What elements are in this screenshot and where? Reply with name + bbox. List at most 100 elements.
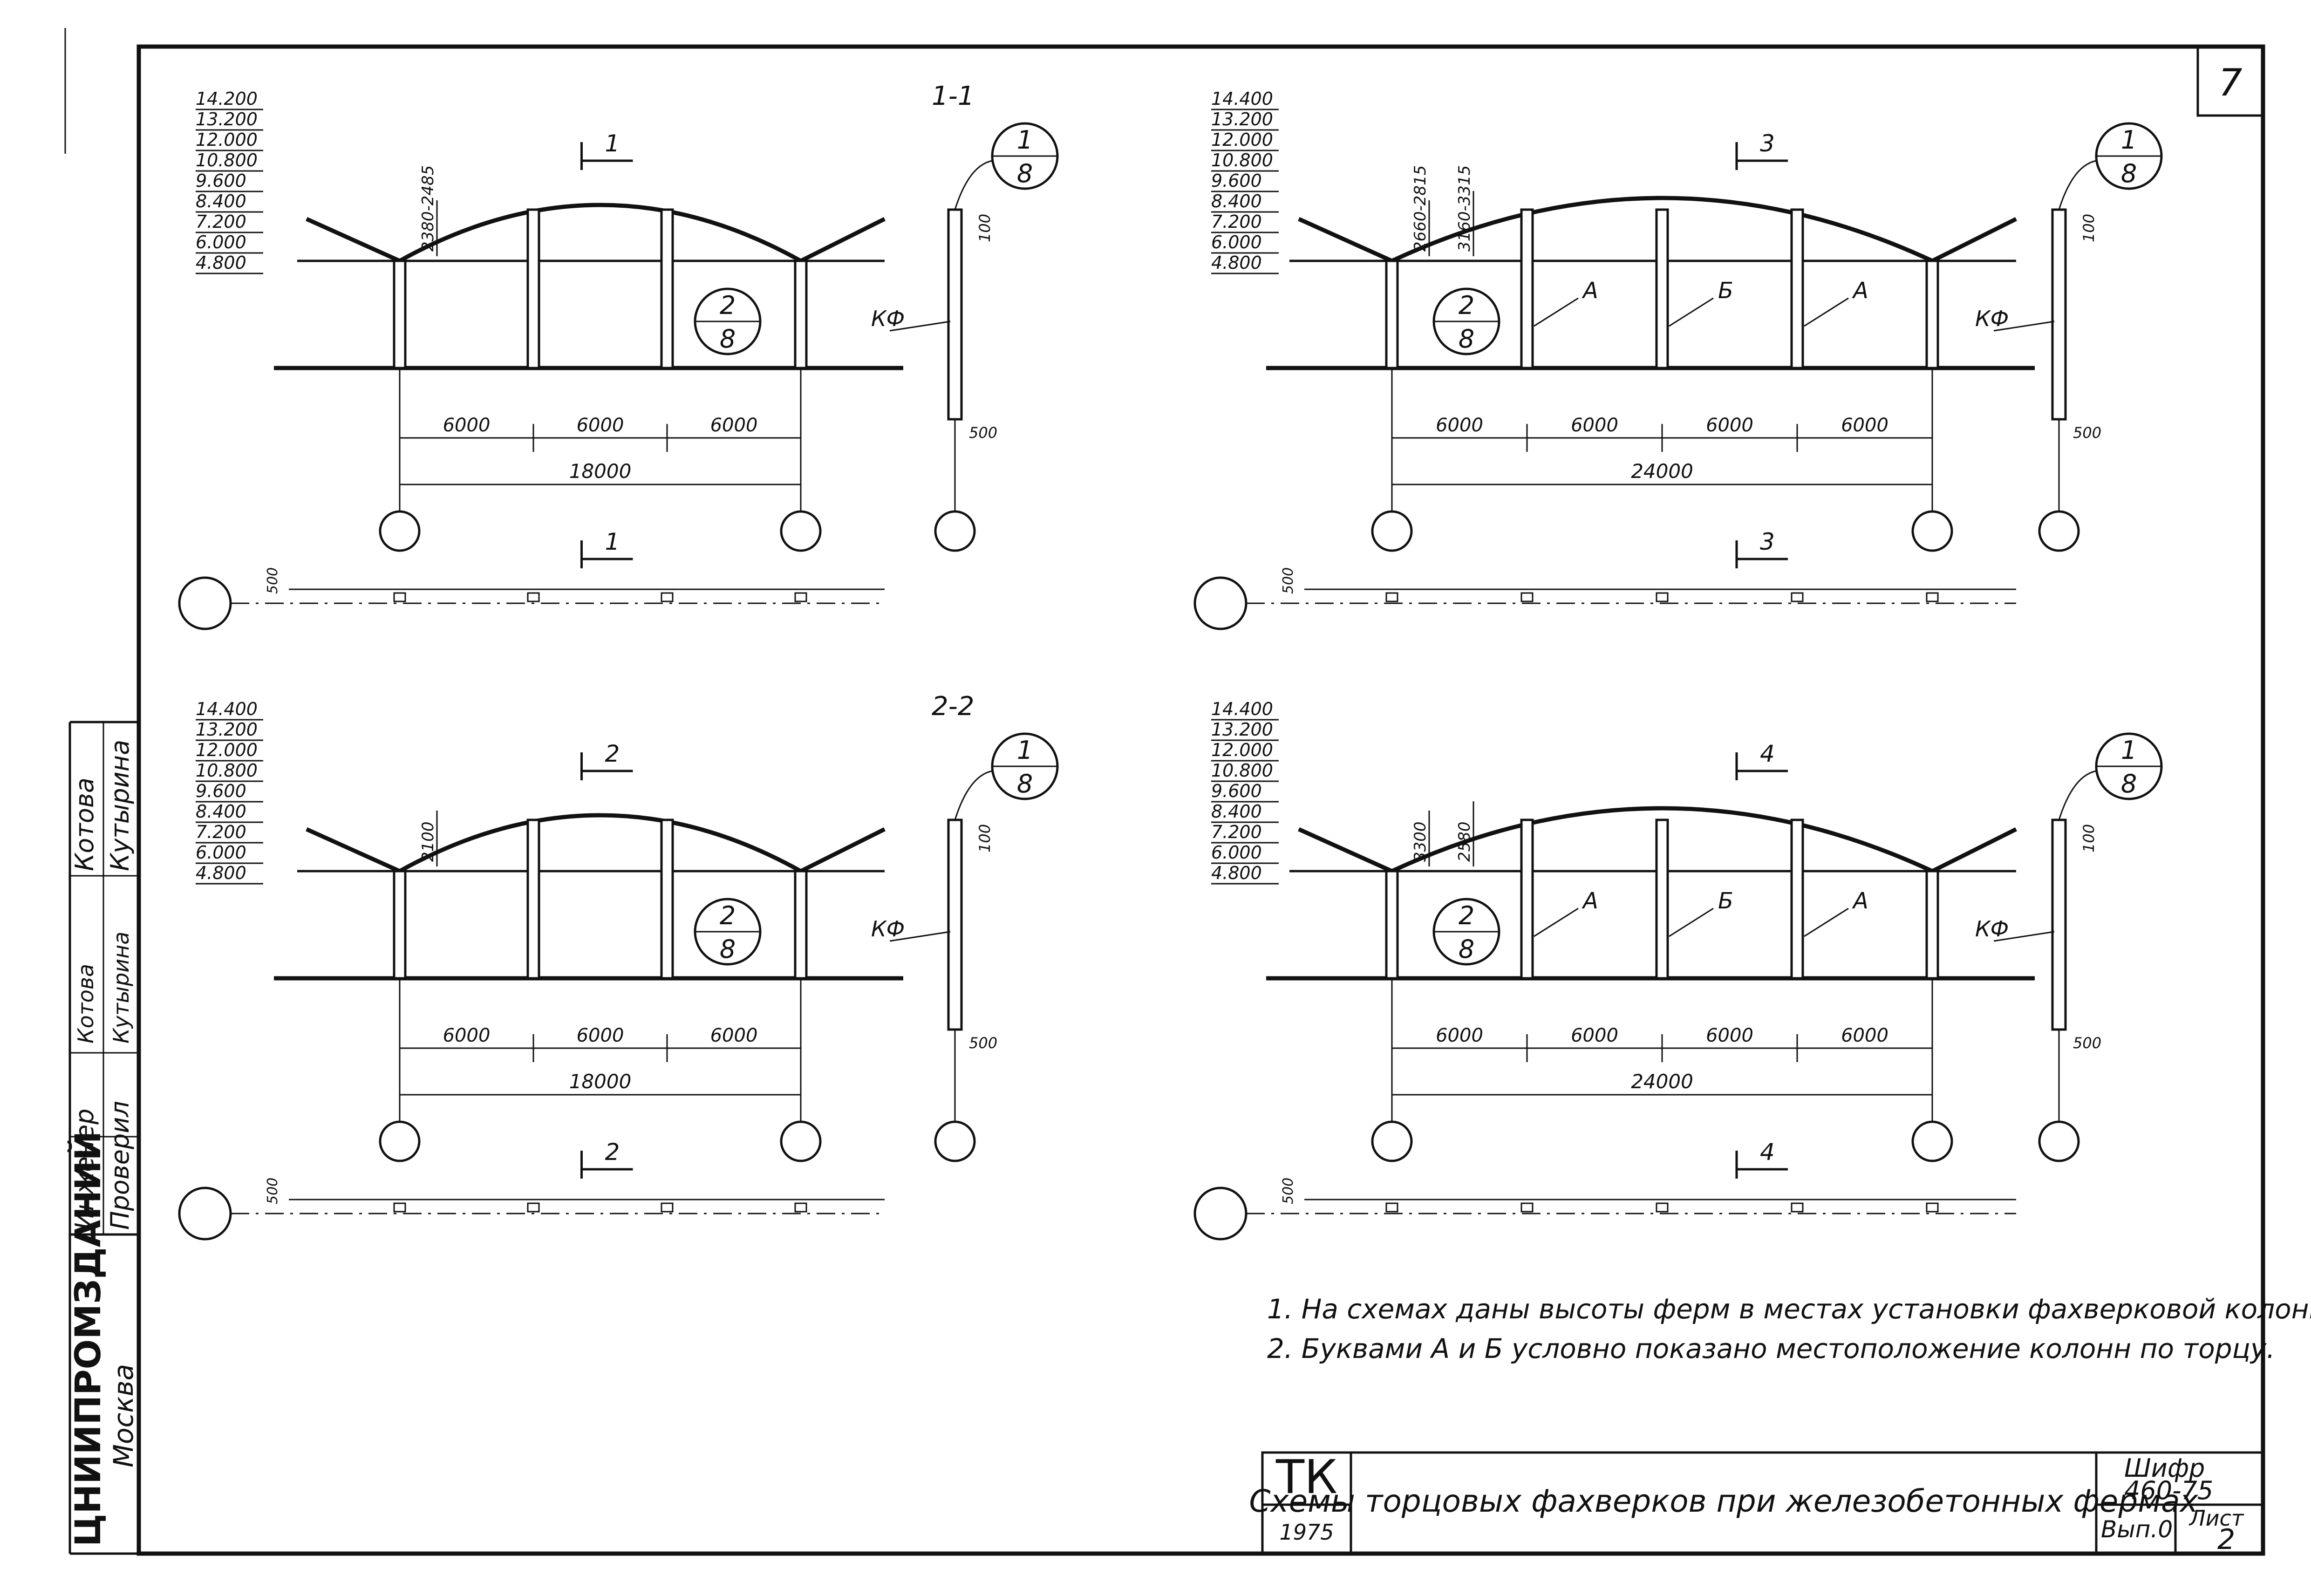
kf-leader xyxy=(889,931,951,942)
elevation-mark: 6.000 xyxy=(196,842,246,863)
node-detail-leader xyxy=(954,770,993,820)
elevation-mark: 4.800 xyxy=(196,863,246,883)
span-dim: 6000 xyxy=(577,1025,624,1046)
elevation-view-4: 14.40013.20012.00010.8009.6008.4007.2006… xyxy=(1193,699,2163,1241)
column-detail-bottom: 8 xyxy=(1459,324,1474,354)
column-letter: А xyxy=(1852,278,1868,304)
kf-leader xyxy=(1993,321,2055,332)
total-dim: 18000 xyxy=(569,460,632,483)
elevation-mark: 9.600 xyxy=(1211,781,1262,801)
elevation-mark: 10.800 xyxy=(1211,150,1273,171)
plan-column xyxy=(1656,592,1669,602)
span-dim: 6000 xyxy=(1571,415,1618,436)
span-dim: 6000 xyxy=(1841,1025,1888,1046)
side-dim-bottom: 500 xyxy=(2073,1034,2101,1052)
elevation-mark: 7.200 xyxy=(196,211,246,232)
elevation-mark: 12.000 xyxy=(196,130,258,150)
kf-leader xyxy=(1993,931,2055,942)
kf-label: КФ xyxy=(1975,916,2009,941)
title-year: 1975 xyxy=(1279,1520,1334,1545)
plan-column xyxy=(1520,1202,1534,1213)
side-dim-top: 100 xyxy=(976,824,994,853)
column-letter: Б xyxy=(1718,888,1733,914)
adjacent-chord-left xyxy=(306,827,401,873)
stamp-role-checker: Проверил xyxy=(105,1101,135,1230)
height-dim: 2380-2485 xyxy=(419,165,437,252)
adjacent-chord-right xyxy=(1931,217,2018,263)
section-cut-label: 3 xyxy=(1760,528,1775,555)
elevation-views: 14.20013.20012.00010.8009.6008.4007.2006… xyxy=(178,81,2163,1241)
elevation-mark: 4.800 xyxy=(1211,863,1262,883)
top-chord xyxy=(1391,806,1933,873)
axis-bubble xyxy=(379,1120,421,1162)
elevation-mark: 7.200 xyxy=(1211,211,1262,232)
column xyxy=(660,818,674,980)
column-letter-leader xyxy=(1804,907,1849,937)
span-dim: 6000 xyxy=(577,415,624,436)
span-dim: 6000 xyxy=(710,1025,758,1046)
column-detail-top: 2 xyxy=(720,901,736,930)
plan-dim: 500 xyxy=(265,1178,281,1204)
kf-column xyxy=(2051,818,2067,1031)
node-detail-leader xyxy=(2058,160,2097,210)
elevation-mark: 8.400 xyxy=(1211,191,1262,211)
plan-column xyxy=(393,1202,406,1213)
column-detail-top: 2 xyxy=(1459,901,1474,930)
sheet-number: 7 xyxy=(2219,61,2243,104)
height-dim: 2660-2815 xyxy=(1411,165,1430,252)
span-dim: 6000 xyxy=(1436,415,1483,436)
node-detail-bottom: 8 xyxy=(1017,159,1033,188)
kf-axis-bubble xyxy=(2038,510,2080,552)
plan-column xyxy=(1656,1202,1669,1213)
elevation-mark: 6.000 xyxy=(196,232,246,252)
axis-bubble xyxy=(1371,510,1413,552)
elevation-mark: 13.200 xyxy=(196,719,258,740)
column xyxy=(1655,818,1669,980)
column-letter-leader xyxy=(1669,907,1714,937)
elevation-mark: 6.000 xyxy=(1211,842,1262,863)
node-detail-top: 1 xyxy=(1017,736,1033,765)
node-detail-bottom: 8 xyxy=(2121,159,2137,188)
adjacent-chord-left xyxy=(1298,217,1393,263)
column xyxy=(393,259,407,369)
column-letter: А xyxy=(1582,888,1598,914)
side-dim-bottom: 500 xyxy=(969,1034,997,1052)
elevation-mark: 7.200 xyxy=(196,822,246,842)
elevation-mark: 14.400 xyxy=(1211,89,1273,109)
sheet-number-box: 7 xyxy=(2196,45,2264,117)
section-cut-label: 1 xyxy=(605,130,620,157)
column xyxy=(660,208,674,369)
elevation-mark: 9.600 xyxy=(196,781,246,801)
axis-bubble xyxy=(379,510,421,552)
node-detail-bottom: 8 xyxy=(2121,769,2137,798)
plan-column xyxy=(1791,592,1804,602)
elevation-mark: 12.000 xyxy=(196,740,258,760)
elevation-mark: 13.200 xyxy=(1211,109,1273,130)
sheet-value: 2 xyxy=(2217,1523,2235,1556)
side-dim-bottom: 500 xyxy=(2073,424,2101,442)
elevation-mark: 13.200 xyxy=(196,109,258,130)
column xyxy=(393,870,407,980)
span-dim: 6000 xyxy=(1571,1025,1618,1046)
column xyxy=(1925,259,1939,369)
top-chord xyxy=(398,813,802,873)
column xyxy=(1790,208,1804,369)
span-dim: 6000 xyxy=(710,415,758,436)
total-dim: 24000 xyxy=(1631,1070,1693,1093)
kf-column xyxy=(947,818,963,1031)
stamp-city: Москва xyxy=(108,1364,139,1467)
column xyxy=(1520,818,1534,980)
height-dim: 3300 xyxy=(1411,821,1430,862)
column-letter-leader xyxy=(1534,297,1579,327)
elevation-mark: 8.400 xyxy=(196,191,246,211)
top-chord xyxy=(1391,196,1933,263)
node-detail-leader xyxy=(2058,770,2097,820)
plan-axis-bubble xyxy=(178,576,232,630)
node-detail-top: 1 xyxy=(2121,736,2137,765)
kf-axis-bubble xyxy=(2038,1120,2080,1162)
column-letter-leader xyxy=(1669,297,1714,327)
side-dim-top: 100 xyxy=(2080,824,2098,853)
column xyxy=(1655,208,1669,369)
